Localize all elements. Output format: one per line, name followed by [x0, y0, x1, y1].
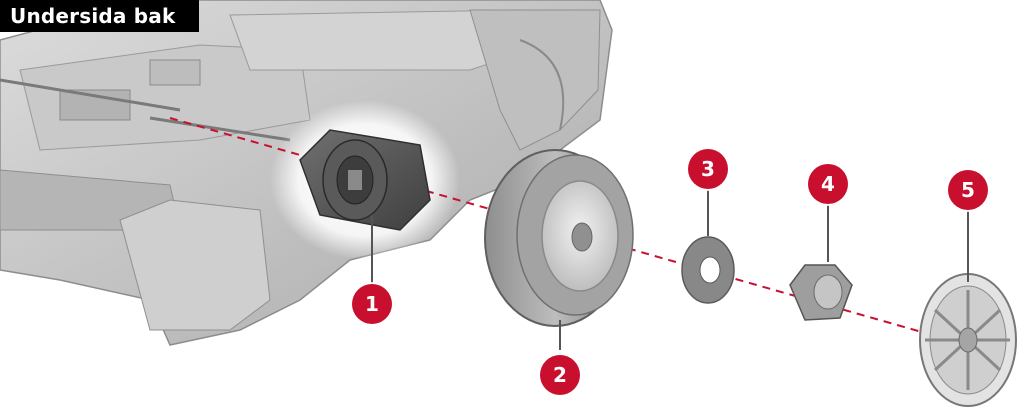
callout-marker-2: 2 — [540, 355, 580, 395]
hubcap — [919, 210, 1017, 407]
section-title: Undersida bak — [0, 0, 200, 32]
vehicle-underside — [0, 0, 613, 346]
washer — [681, 190, 735, 304]
hex-nut — [789, 200, 853, 321]
callout-marker-5: 5 — [948, 170, 988, 210]
callout-marker-3: 3 — [688, 149, 728, 189]
callout-marker-4: 4 — [808, 164, 848, 204]
callout-marker-1: 1 — [352, 284, 392, 324]
motor-gearbox — [299, 129, 431, 288]
wheel — [484, 149, 634, 350]
